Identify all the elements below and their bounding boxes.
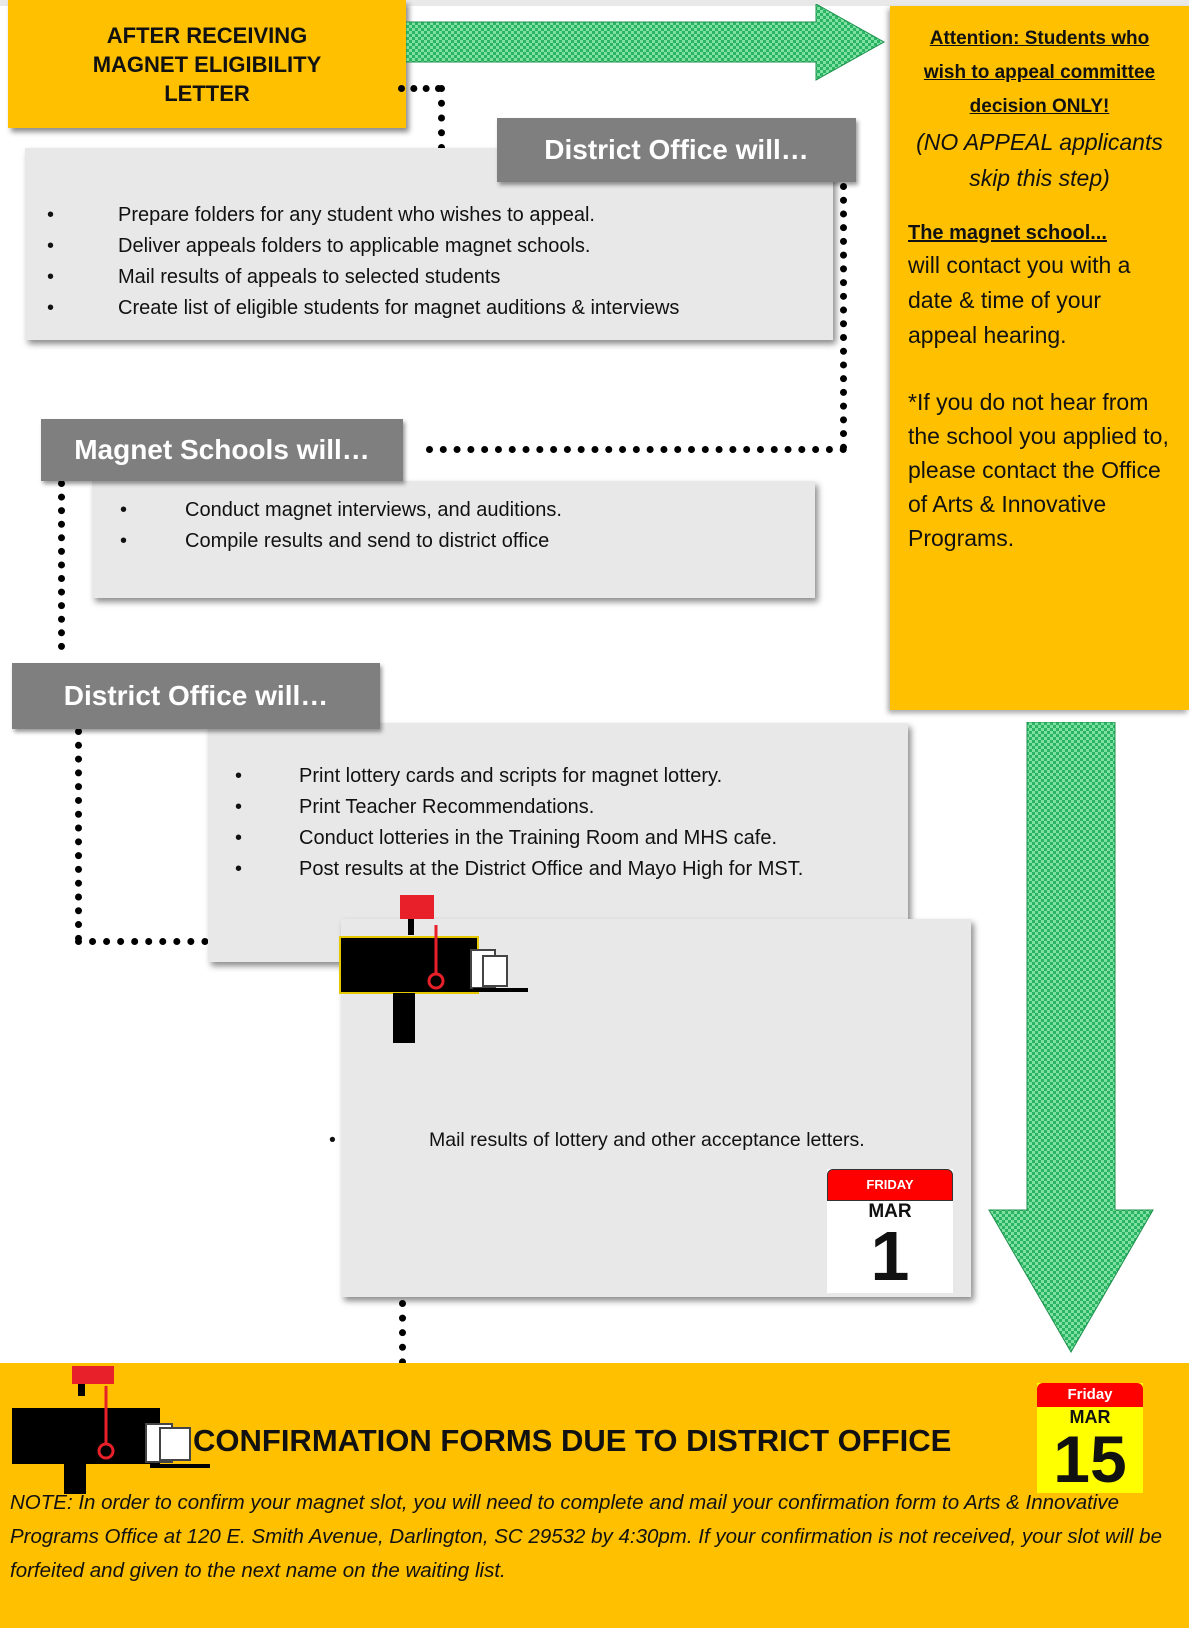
- step1-item: Mail results of appeals to selected stud…: [25, 262, 833, 293]
- calendar-day: Friday: [1037, 1383, 1143, 1407]
- confirmation-note: NOTE: In order to confirm your magnet sl…: [10, 1491, 1162, 1582]
- step1-item: Create list of eligible students for mag…: [25, 293, 833, 324]
- confirmation-title: CONFIRMATION FORMS DUE TO DISTRICT OFFIC…: [193, 1423, 952, 1458]
- connector: [399, 1300, 406, 1380]
- step1-header: District Office will…: [497, 118, 856, 182]
- fallback-text: *If you do not hear from the school you …: [908, 389, 1169, 551]
- step3-header: District Office will…: [12, 663, 380, 729]
- step1-item: Deliver appeals folders to applicable ma…: [25, 231, 833, 262]
- step3-card: Print lottery cards and scripts for magn…: [208, 723, 908, 962]
- step3-item: Conduct lotteries in the Training Room a…: [208, 823, 848, 854]
- calendar-day: FRIDAY: [827, 1169, 953, 1201]
- step2-item: Compile results and send to district off…: [92, 526, 815, 557]
- mailbox-icon: [12, 1366, 210, 1494]
- attention-heading: Attention: Students who wish to appeal c…: [923, 28, 1156, 117]
- connector: [75, 728, 82, 942]
- no-appeal-note: (NO APPEAL applicants skip this step): [916, 129, 1163, 191]
- calendar-date: 15: [1053, 1422, 1127, 1496]
- start-box: AFTER RECEIVING MAGNET ELIGIBILITY LETTE…: [8, 0, 406, 128]
- connector: [398, 85, 442, 92]
- step3-item: Print Teacher Recommendations.: [208, 792, 848, 823]
- right-arrow-icon: [406, 4, 886, 81]
- calendar-icon: FRIDAY MAR 1: [827, 1169, 953, 1293]
- calendar-icon: Friday MAR 15: [1037, 1383, 1143, 1493]
- footer-banner: [0, 1363, 1189, 1628]
- step1-card: Prepare folders for any student who wish…: [25, 148, 833, 340]
- step3-item: Post results at the District Office and …: [208, 854, 848, 885]
- calendar-date: 1: [870, 1217, 910, 1295]
- down-arrow-icon: [988, 722, 1154, 1353]
- step2-item: Conduct magnet interviews, and auditions…: [92, 495, 815, 526]
- mailbox-icon: [339, 895, 528, 1043]
- connector: [840, 183, 847, 451]
- connector: [58, 480, 65, 650]
- step1-item: Prepare folders for any student who wish…: [25, 200, 833, 231]
- connector: [438, 85, 445, 151]
- magnet-school-subhead: The magnet school...: [908, 222, 1107, 244]
- step3-item: Print lottery cards and scripts for magn…: [208, 761, 848, 792]
- step2-card: Conduct magnet interviews, and auditions…: [92, 481, 815, 598]
- calendar-month: MAR: [868, 1201, 912, 1222]
- calendar-month: MAR: [1069, 1407, 1111, 1427]
- connector: [426, 446, 847, 453]
- connector: [75, 938, 335, 945]
- step4-item: Mail results of lottery and other accept…: [329, 1125, 971, 1156]
- start-label: AFTER RECEIVING MAGNET ELIGIBILITY LETTE…: [92, 22, 322, 106]
- appeal-panel: Attention: Students who wish to appeal c…: [890, 6, 1189, 710]
- top-strip: [0, 0, 1189, 6]
- contact-text: will contact you with a date & time of y…: [908, 252, 1131, 348]
- step2-header: Magnet Schools will…: [41, 419, 403, 481]
